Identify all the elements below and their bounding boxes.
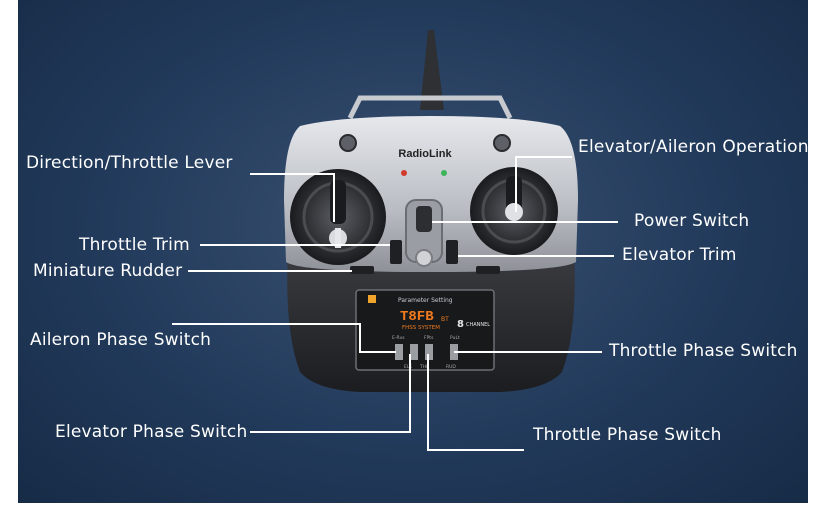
bank-label-1: E-Rvs bbox=[392, 335, 405, 341]
label-miniature-rudder: Miniature Rudder bbox=[33, 261, 183, 281]
model-text: T8FB bbox=[400, 309, 434, 325]
channel-text: CHANNEL bbox=[466, 322, 490, 328]
line-direction-throttle-lever bbox=[250, 173, 335, 222]
label-aileron-phase-switch: Aileron Phase Switch bbox=[30, 330, 212, 350]
bank-label-4: ELE bbox=[404, 364, 412, 370]
system-text: FHSS SYSTEM bbox=[402, 325, 440, 331]
label-throttle-phase-switch-right: Throttle Phase Switch bbox=[609, 341, 798, 361]
leader-lines bbox=[172, 156, 618, 451]
label-direction-throttle-lever: Direction/Throttle Lever bbox=[26, 153, 233, 173]
throttle-trim bbox=[390, 240, 402, 264]
dip-switch-1 bbox=[395, 344, 403, 360]
miniature-rudder bbox=[350, 266, 374, 274]
label-elevator-phase-switch: Elevator Phase Switch bbox=[55, 422, 248, 442]
antenna bbox=[420, 30, 444, 110]
elevator-trim bbox=[446, 240, 458, 264]
led-red bbox=[401, 170, 407, 176]
line-throttle-phase-bottom bbox=[427, 354, 524, 451]
brand-text: RadioLink bbox=[398, 148, 452, 160]
channel-count: 8 bbox=[457, 319, 464, 330]
label-elevator-aileron-operation: Elevator/Aileron Operation bbox=[578, 137, 809, 157]
bank-label-6: RUD bbox=[446, 364, 456, 370]
led-green bbox=[441, 170, 447, 176]
screen-header: Parameter Setting bbox=[398, 297, 453, 304]
label-throttle-trim: Throttle Trim bbox=[79, 235, 190, 255]
bank-label-2: FPts bbox=[424, 335, 434, 341]
dip-switch-2 bbox=[410, 344, 418, 360]
parameter-screen bbox=[355, 289, 495, 371]
left-shoulder-switch bbox=[339, 134, 357, 152]
line-elevator-aileron bbox=[515, 156, 572, 212]
bank-label-3: PuLt bbox=[450, 335, 460, 341]
model-suffix: BT bbox=[441, 316, 449, 323]
line-aileron-phase-switch bbox=[172, 323, 396, 353]
label-power-switch: Power Switch bbox=[634, 211, 750, 231]
label-throttle-phase-switch-bottom: Throttle Phase Switch bbox=[533, 425, 722, 445]
label-elevator-trim: Elevator Trim bbox=[622, 245, 737, 265]
carry-handle bbox=[347, 95, 513, 120]
dip-switch-3 bbox=[425, 344, 433, 360]
aileron-trim bbox=[476, 266, 500, 274]
right-shoulder-switch bbox=[493, 134, 511, 152]
bank-label-5: THR bbox=[419, 364, 429, 370]
line-elevator-phase-switch bbox=[250, 354, 411, 433]
